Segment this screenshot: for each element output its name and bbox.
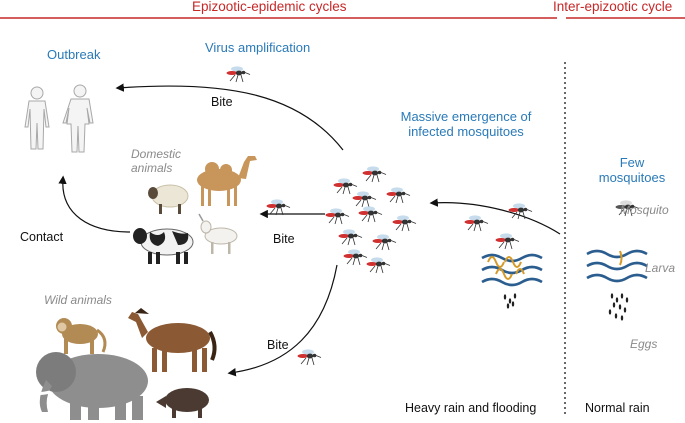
- domestic-animals-line1: Domestic: [131, 147, 182, 161]
- massive-emergence-label: Massive emergence of infected mosquitoes: [378, 109, 554, 140]
- mosquito-icon: [266, 198, 291, 216]
- few-mosquitoes-label: Few mosquitoes: [582, 155, 682, 186]
- egg-icon: [503, 293, 517, 309]
- outbreak-label: Outbreak: [47, 47, 101, 62]
- sheep-icon: [148, 184, 189, 214]
- massive-emergence-line2: infected mosquitoes: [408, 123, 524, 139]
- domestic-animals-label: Domestic animals: [131, 147, 182, 176]
- cow-icon: [133, 228, 194, 264]
- mosquito-icon: [297, 348, 322, 366]
- contact-label: Contact: [20, 230, 64, 244]
- arrow-bite-wild: [227, 264, 338, 377]
- normal-rain-label: Normal rain: [585, 401, 650, 415]
- horse-icon: [128, 308, 217, 372]
- mosquito-icon: [464, 214, 489, 232]
- eggs-label: Eggs: [630, 337, 658, 351]
- camel-icon: [197, 156, 257, 206]
- monkey-icon: [56, 318, 107, 354]
- elephant-icon: [26, 352, 148, 420]
- arrow-virus-amplification: [115, 83, 344, 151]
- mosquito-icon: [495, 232, 520, 250]
- human-outline-icon: [24, 84, 94, 153]
- few-mosquitoes-line2: mosquitoes: [598, 169, 666, 185]
- mosquito-icon: [226, 65, 251, 83]
- boar-icon: [156, 388, 209, 418]
- goat-icon: [198, 213, 238, 254]
- larva-label: Larva: [645, 261, 676, 275]
- massive-emergence-line1: Massive emergence of: [400, 109, 532, 124]
- inter-epizootic-title: Inter-epizootic cycle: [553, 0, 673, 14]
- wild-animals-label: Wild animals: [44, 293, 112, 307]
- mosquito-label: Mosquito: [620, 203, 669, 217]
- few-mosquitoes-line1: Few: [619, 155, 645, 170]
- arrow-emergence: [429, 198, 561, 235]
- arrow-contact: [58, 175, 131, 233]
- domestic-animals-line2: animals: [131, 160, 173, 175]
- bite-label-middle: Bite: [273, 232, 295, 246]
- bite-label-bottom: Bite: [267, 338, 289, 352]
- heavy-rain-label: Heavy rain and flooding: [405, 401, 537, 415]
- bite-label-top: Bite: [211, 95, 233, 109]
- mosquito-icon: [508, 202, 533, 220]
- virus-amplification-label: Virus amplification: [205, 40, 311, 55]
- larva-icon: [619, 250, 623, 266]
- epizootic-epidemic-title: Epizootic-epidemic cycles: [192, 0, 347, 14]
- water-wave-icon: [585, 249, 649, 283]
- egg-icon: [608, 293, 629, 321]
- mosquito-swarm: [325, 165, 417, 274]
- larva-icon: [487, 256, 525, 280]
